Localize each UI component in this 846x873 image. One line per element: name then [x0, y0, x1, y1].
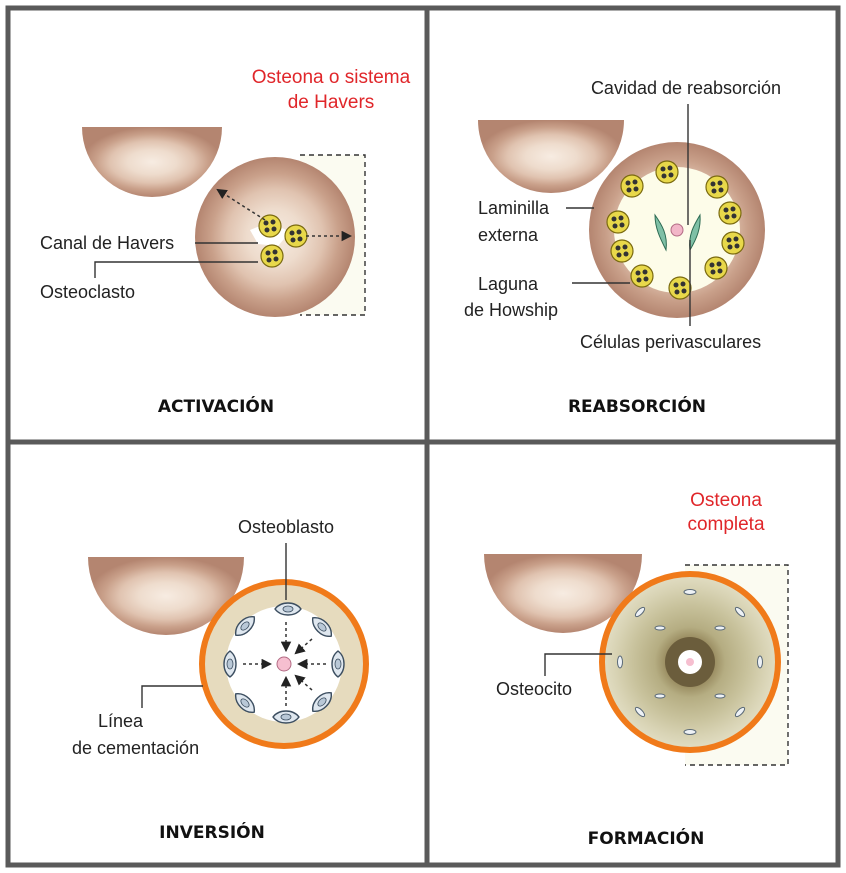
label-cavidad: Cavidad de reabsorción: [591, 78, 781, 98]
osteon-title: Osteona o sistema: [252, 67, 411, 88]
caption-activacion: ACTIVACIÓN: [158, 395, 274, 417]
caption-formacion: FORMACIÓN: [588, 827, 705, 849]
capillary: [686, 658, 694, 666]
label-laguna: Laguna: [478, 274, 539, 294]
osteoclast-cell: [705, 257, 727, 279]
osteoblast-cell: [273, 711, 299, 723]
osteoclast-cell: [722, 232, 744, 254]
osteoclast-cell: [706, 176, 728, 198]
osteon-title: de Havers: [288, 92, 375, 113]
leader-line: [142, 686, 203, 708]
osteoclast-cell: [656, 161, 678, 183]
panel-activacion: Osteona o sistema de Havers Canal de Hav…: [40, 67, 411, 417]
osteoclast-cell: [719, 202, 741, 224]
label-celulas-perivasculares: Células perivasculares: [580, 332, 761, 352]
osteon-title: completa: [687, 514, 765, 535]
caption-reabsorcion: REABSORCIÓN: [568, 395, 706, 417]
panel-inversion: Osteoblasto Línea de cementación INVERSI…: [72, 517, 366, 843]
adjacent-osteon: [478, 120, 624, 193]
capillary: [277, 657, 291, 671]
osteoblast-cell: [224, 651, 236, 677]
label-laminilla: externa: [478, 225, 539, 245]
capillary: [671, 224, 683, 236]
label-linea: Línea: [98, 711, 144, 731]
label-laguna: de Howship: [464, 300, 558, 320]
osteoclast-cell: [611, 240, 633, 262]
label-osteoblasto: Osteoblasto: [238, 517, 334, 537]
osteoclast-cell: [631, 265, 653, 287]
label-canal-havers: Canal de Havers: [40, 233, 174, 253]
label-laminilla: Laminilla: [478, 198, 550, 218]
osteoclast-cell: [285, 225, 307, 247]
osteoclast-cell: [261, 245, 283, 267]
osteoblast-cell: [275, 603, 301, 615]
osteon-title: Osteona: [690, 490, 762, 511]
panel-reabsorcion: Cavidad de reabsorción Laminilla externa…: [464, 78, 781, 417]
label-osteoclasto: Osteoclasto: [40, 282, 135, 302]
osteoclast-cell: [621, 175, 643, 197]
label-osteocito: Osteocito: [496, 679, 572, 699]
caption-inversion: INVERSIÓN: [159, 821, 265, 843]
label-linea: de cementación: [72, 738, 199, 758]
osteoclast-cell: [259, 215, 281, 237]
osteoclast-cell: [607, 211, 629, 233]
osteoblast-cell: [332, 651, 344, 677]
panel-formacion: Osteona completa Osteocito FORMACIÓN: [484, 490, 788, 849]
adjacent-osteon: [82, 127, 222, 197]
osteoclast-cell: [669, 277, 691, 299]
